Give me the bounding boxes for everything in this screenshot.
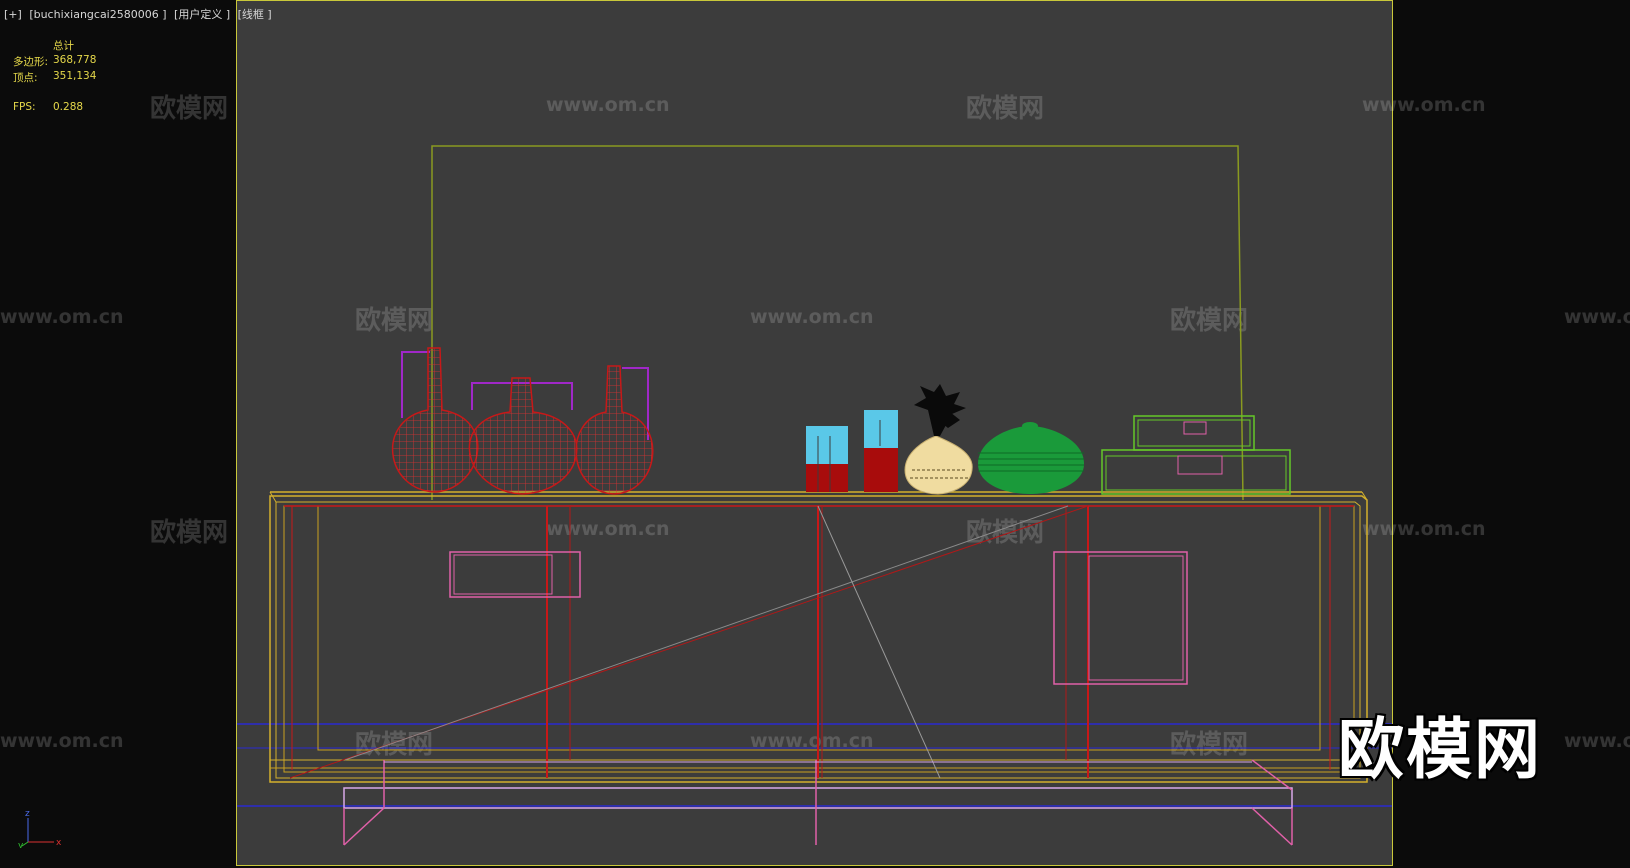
watermark-brand: 欧模网 <box>966 94 1045 124</box>
flower-vase[interactable] <box>904 384 973 495</box>
stats-label: FPS: <box>13 101 36 113</box>
sideboard-cabinet[interactable] <box>269 491 1368 783</box>
watermark-url: www.om.cn <box>0 730 124 752</box>
brand-logo-watermark: 欧模网 <box>1338 711 1542 788</box>
watermark-url: www.om.cn <box>1564 306 1630 328</box>
watermark-url: www.om.cn <box>546 94 670 116</box>
watermark-url: www.om.cn <box>0 306 124 328</box>
red-wire-vases[interactable] <box>392 347 654 495</box>
axis-x-label: x <box>56 838 62 848</box>
watermark-brand: 欧模网 <box>355 730 434 760</box>
watermark-url: www.om.cn <box>1362 94 1486 116</box>
stats-value: 351,134 <box>53 70 97 82</box>
watermark-brand: 欧模网 <box>1170 730 1249 760</box>
watermark-url: www.om.cn <box>1362 518 1486 540</box>
viewport-camera-label[interactable]: [buchixiangcai2580006 ] <box>29 8 167 21</box>
axis-z-label: z <box>25 809 30 819</box>
stats-value: 368,778 <box>53 54 97 66</box>
mirror-wireframe[interactable] <box>431 145 1244 501</box>
watermark-brand: 欧模网 <box>150 518 229 548</box>
stats-header: 总计 <box>53 40 74 52</box>
decorative-boxes[interactable] <box>1101 415 1291 495</box>
stats-value: 0.288 <box>53 101 84 113</box>
axis-gizmo: z y x <box>18 809 62 848</box>
viewport-shading-label[interactable]: [线框 ] <box>237 8 272 21</box>
stats-label: 顶点: <box>13 72 38 84</box>
stats-label: 多边形: <box>13 56 49 68</box>
watermark-url: www.om.cn <box>546 518 670 540</box>
sideboard-base-frame[interactable] <box>343 759 1293 846</box>
viewport-label[interactable]: [+] [buchixiangcai2580006 ] [用户定义 ] [线框 … <box>4 6 276 22</box>
candle-holders[interactable] <box>806 410 898 492</box>
watermark-url: www.om.cn <box>750 730 874 752</box>
watermark-url: www.om.cn <box>1564 730 1630 752</box>
watermark-brand: 欧模网 <box>355 306 434 336</box>
green-vase[interactable] <box>978 422 1085 494</box>
floor-grid-lines <box>237 723 1392 807</box>
watermark-brand: 欧模网 <box>150 94 229 124</box>
viewport-view-mode-label[interactable]: [用户定义 ] <box>174 8 231 21</box>
watermark-url: www.om.cn <box>750 306 874 328</box>
axis-y-label: y <box>18 841 24 848</box>
viewport-menu-button[interactable]: [+] <box>4 8 22 21</box>
watermark-brand: 欧模网 <box>1170 306 1249 336</box>
